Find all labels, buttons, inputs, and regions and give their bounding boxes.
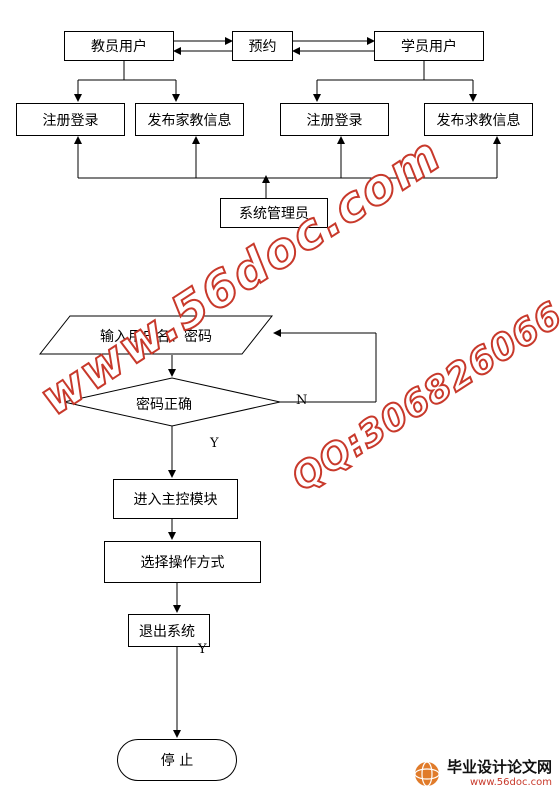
no-branch-label: N (296, 393, 308, 408)
enter-main-module-box: 进入主控模块 (113, 479, 238, 519)
student-user-box: 学员用户 (374, 31, 484, 61)
register-login-right-box: 注册登录 (280, 103, 389, 136)
input-credentials-label: 输入用户名、密码 (100, 329, 212, 345)
exit-system-box: 退出系统 (128, 614, 210, 647)
choose-operation-box: 选择操作方式 (104, 541, 261, 583)
appointment-box: 预约 (232, 31, 293, 61)
teacher-user-box: 教员用户 (64, 31, 174, 61)
admin-box: 系统管理员 (220, 198, 328, 228)
publish-tutor-info-box: 发布家教信息 (135, 103, 244, 136)
footer-url: www.56doc.com (469, 777, 552, 788)
footer-brand: 毕业设计论文网 www.56doc.com (413, 756, 552, 788)
yes-branch-label: Y (210, 436, 219, 451)
globe-logo-icon (414, 761, 440, 787)
publish-request-info-box: 发布求教信息 (424, 103, 533, 136)
yes-branch-label-2: Y (198, 642, 207, 657)
password-check-label: 密码正确 (136, 397, 192, 413)
footer-title: 毕业设计论文网 (446, 758, 552, 776)
register-login-left-box: 注册登录 (16, 103, 125, 136)
stop-terminal: 停 止 (117, 739, 237, 781)
